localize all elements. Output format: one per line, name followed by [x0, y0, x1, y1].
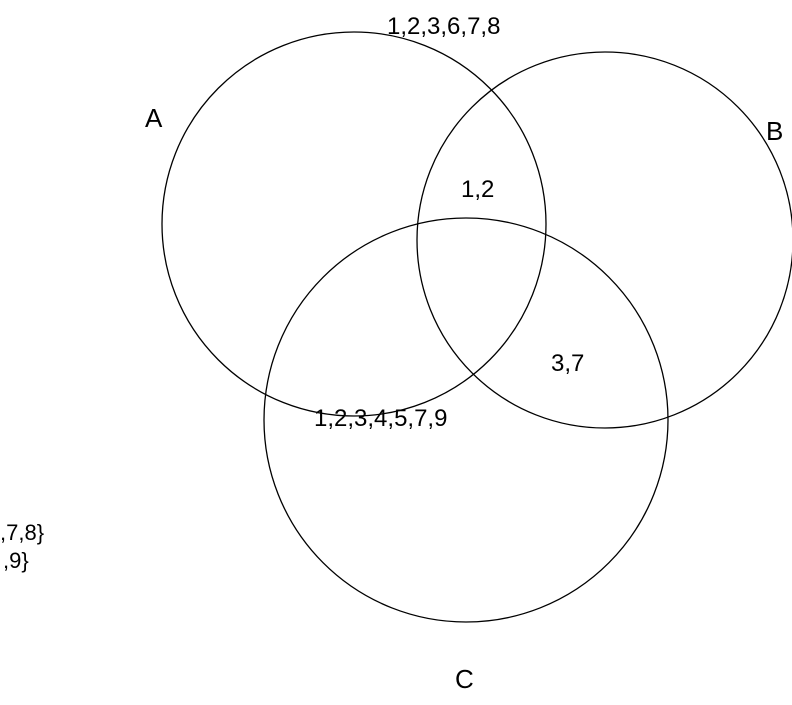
- top-annotation: 1,2,3,6,7,8: [387, 13, 500, 40]
- label-a: A: [145, 103, 163, 133]
- circle-a: [161, 31, 547, 417]
- clipped-text-line-1: ,7,8}: [0, 520, 44, 545]
- circle-b: [416, 51, 792, 429]
- region-a-and-b: 1,2: [461, 176, 494, 203]
- left-annotation: 1,2,3,4,5,7,9: [314, 405, 447, 432]
- circle-c: [263, 217, 669, 623]
- label-b: B: [766, 116, 783, 146]
- label-c: C: [455, 664, 474, 694]
- clipped-text-line-2: ,9}: [3, 548, 29, 573]
- region-b-and-c: 3,7: [551, 350, 584, 377]
